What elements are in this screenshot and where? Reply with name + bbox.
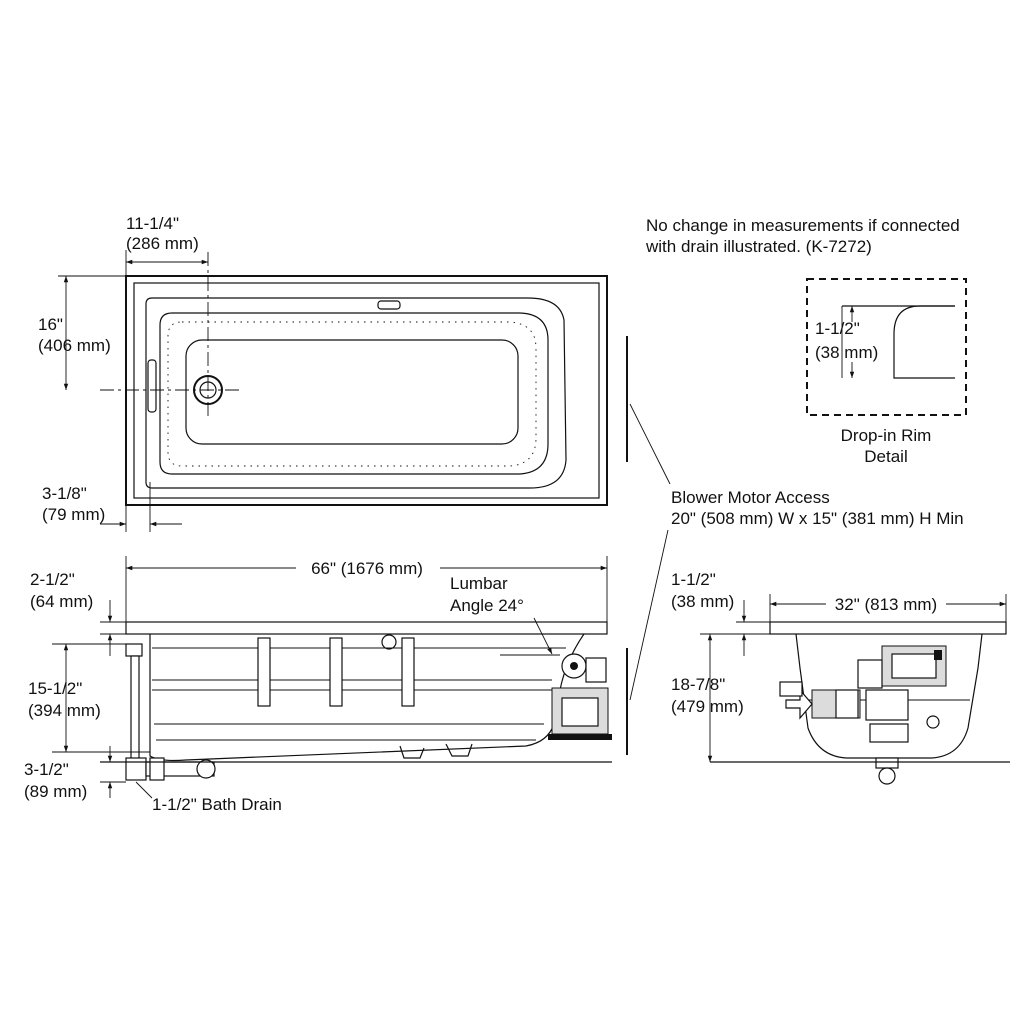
rim-detail-dim: 1-1/2" <box>815 319 860 338</box>
dim-top-width-mm: (286 mm) <box>126 234 199 253</box>
tub-deck-contour <box>145 297 567 489</box>
dim-top-height: 16" <box>38 315 63 334</box>
end-rim <box>769 621 1007 635</box>
dim-side-rim-mm: (64 mm) <box>30 592 93 611</box>
note-line-2: with drain illustrated. (K-7272) <box>645 237 872 256</box>
dim-side-depth-mm: (394 mm) <box>28 701 101 720</box>
note-line-1: No change in measurements if connected <box>646 216 960 235</box>
dim-top-offset-mm: (79 mm) <box>42 505 105 524</box>
dim-drain-height: 3-1/2" <box>24 760 69 779</box>
dim-end-height-mm: (479 mm) <box>671 697 744 716</box>
side-support-3 <box>401 637 415 707</box>
dim-side-rim: 2-1/2" <box>30 570 75 589</box>
measurement-note: No change in measurements if connected w… <box>645 216 960 256</box>
tub-rim-outline <box>125 275 608 506</box>
blower-size: 20" (508 mm) W x 15" (381 mm) H Min <box>671 509 964 528</box>
lumbar-label-1: Lumbar <box>450 574 508 593</box>
side-support-2 <box>329 637 343 707</box>
side-shell <box>149 633 585 762</box>
side-drain <box>125 643 216 781</box>
blower-access: Blower Motor Access 20" (508 mm) W x 15"… <box>626 336 964 755</box>
grab-handle <box>147 359 157 413</box>
side-pump <box>548 653 612 740</box>
dim-top-height-mm: (406 mm) <box>38 336 111 355</box>
top-view: 11-1/4" (286 mm) 16" (406 mm) 3-1/8" (79… <box>38 214 608 532</box>
side-view: 66" (1676 mm) 2-1/2" (64 mm) Lumbar Angl… <box>24 556 612 814</box>
rim-detail-caption-2: Detail <box>864 447 907 466</box>
dim-top-width: 11-1/4" <box>126 214 179 233</box>
side-support-1 <box>257 637 271 707</box>
rim-profile <box>893 305 955 379</box>
dim-end-rim-mm: (38 mm) <box>671 592 734 611</box>
rim-detail: 1-1/2" (38 mm) Drop-in Rim Detail <box>806 278 967 466</box>
dim-end-height: 18-7/8" <box>671 675 725 694</box>
dim-end-width: 32" (813 mm) <box>835 595 937 614</box>
end-view: 1-1/2" (38 mm) 32" (813 mm) <box>671 570 1010 785</box>
lumbar-label-2: Angle 24° <box>450 596 524 615</box>
dim-side-depth: 15-1/2" <box>28 679 82 698</box>
dim-end-rim: 1-1/2" <box>671 570 716 589</box>
dim-side-length: 66" (1676 mm) <box>311 559 423 578</box>
tub-basin-outer <box>159 312 549 475</box>
rim-detail-caption-1: Drop-in Rim <box>841 426 932 445</box>
side-rim <box>125 621 608 635</box>
end-pump <box>779 645 947 743</box>
overflow-plate <box>377 300 401 310</box>
rim-detail-frame <box>806 278 967 416</box>
drain-label: 1-1/2" Bath Drain <box>152 795 282 814</box>
tub-deck-inner <box>133 282 600 499</box>
dim-top-offset: 3-1/8" <box>42 484 87 503</box>
side-overflow <box>381 634 397 650</box>
tub-basin-floor <box>185 339 519 445</box>
blower-title: Blower Motor Access <box>671 488 830 507</box>
dim-drain-height-mm: (89 mm) <box>24 782 87 801</box>
rim-detail-dim-mm: (38 mm) <box>815 343 878 362</box>
